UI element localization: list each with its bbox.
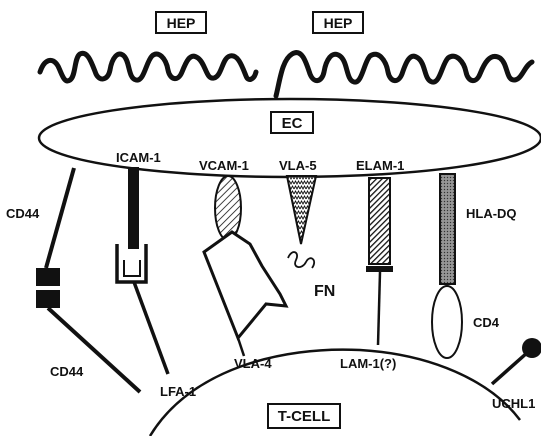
fn-label: FN <box>314 283 335 300</box>
hla-dq-bar <box>440 174 455 284</box>
uchl1-stem <box>492 352 528 384</box>
vla4-stem <box>238 338 244 356</box>
uchl1-label: UCHL1 <box>492 396 535 411</box>
hep-right-label: HEP <box>324 15 353 31</box>
lam1-stem <box>378 272 380 345</box>
hep-left-box: HEP <box>156 12 206 33</box>
lfa1-label: LFA-1 <box>160 384 196 399</box>
cd44-bottom-label: CD44 <box>50 364 84 379</box>
vla5-label: VLA-5 <box>279 158 317 173</box>
ec-label: EC <box>282 115 303 132</box>
lam1-cap <box>366 266 393 272</box>
hep-right-box: HEP <box>313 12 363 33</box>
cd4-label: CD4 <box>473 315 500 330</box>
icam1-lfa1-pair <box>117 167 168 374</box>
t-cell-label: T-CELL <box>278 408 331 425</box>
hep-membrane-right <box>276 53 532 96</box>
ec-box: EC <box>271 112 313 133</box>
cd44-receptor <box>36 168 140 392</box>
vla5-triangle <box>287 176 316 244</box>
cd4-ellipse <box>432 286 462 358</box>
vcam1-ellipse <box>215 176 241 240</box>
cd44-top-label: CD44 <box>6 206 40 221</box>
vcam1-label: VCAM-1 <box>199 158 249 173</box>
hep-membrane-left <box>40 53 256 81</box>
hla-dq-label: HLA-DQ <box>466 206 517 221</box>
elam1-label: ELAM-1 <box>356 158 404 173</box>
vla4-receptor <box>204 232 286 338</box>
hep-left-label: HEP <box>167 15 196 31</box>
lam1-label: LAM-1(?) <box>340 356 396 371</box>
icam1-label: ICAM-1 <box>116 150 161 165</box>
elam1-bar <box>369 178 390 264</box>
fn-fragment <box>288 252 314 268</box>
t-cell-box: T-CELL <box>268 404 340 428</box>
vla4-label: VLA-4 <box>234 356 272 371</box>
